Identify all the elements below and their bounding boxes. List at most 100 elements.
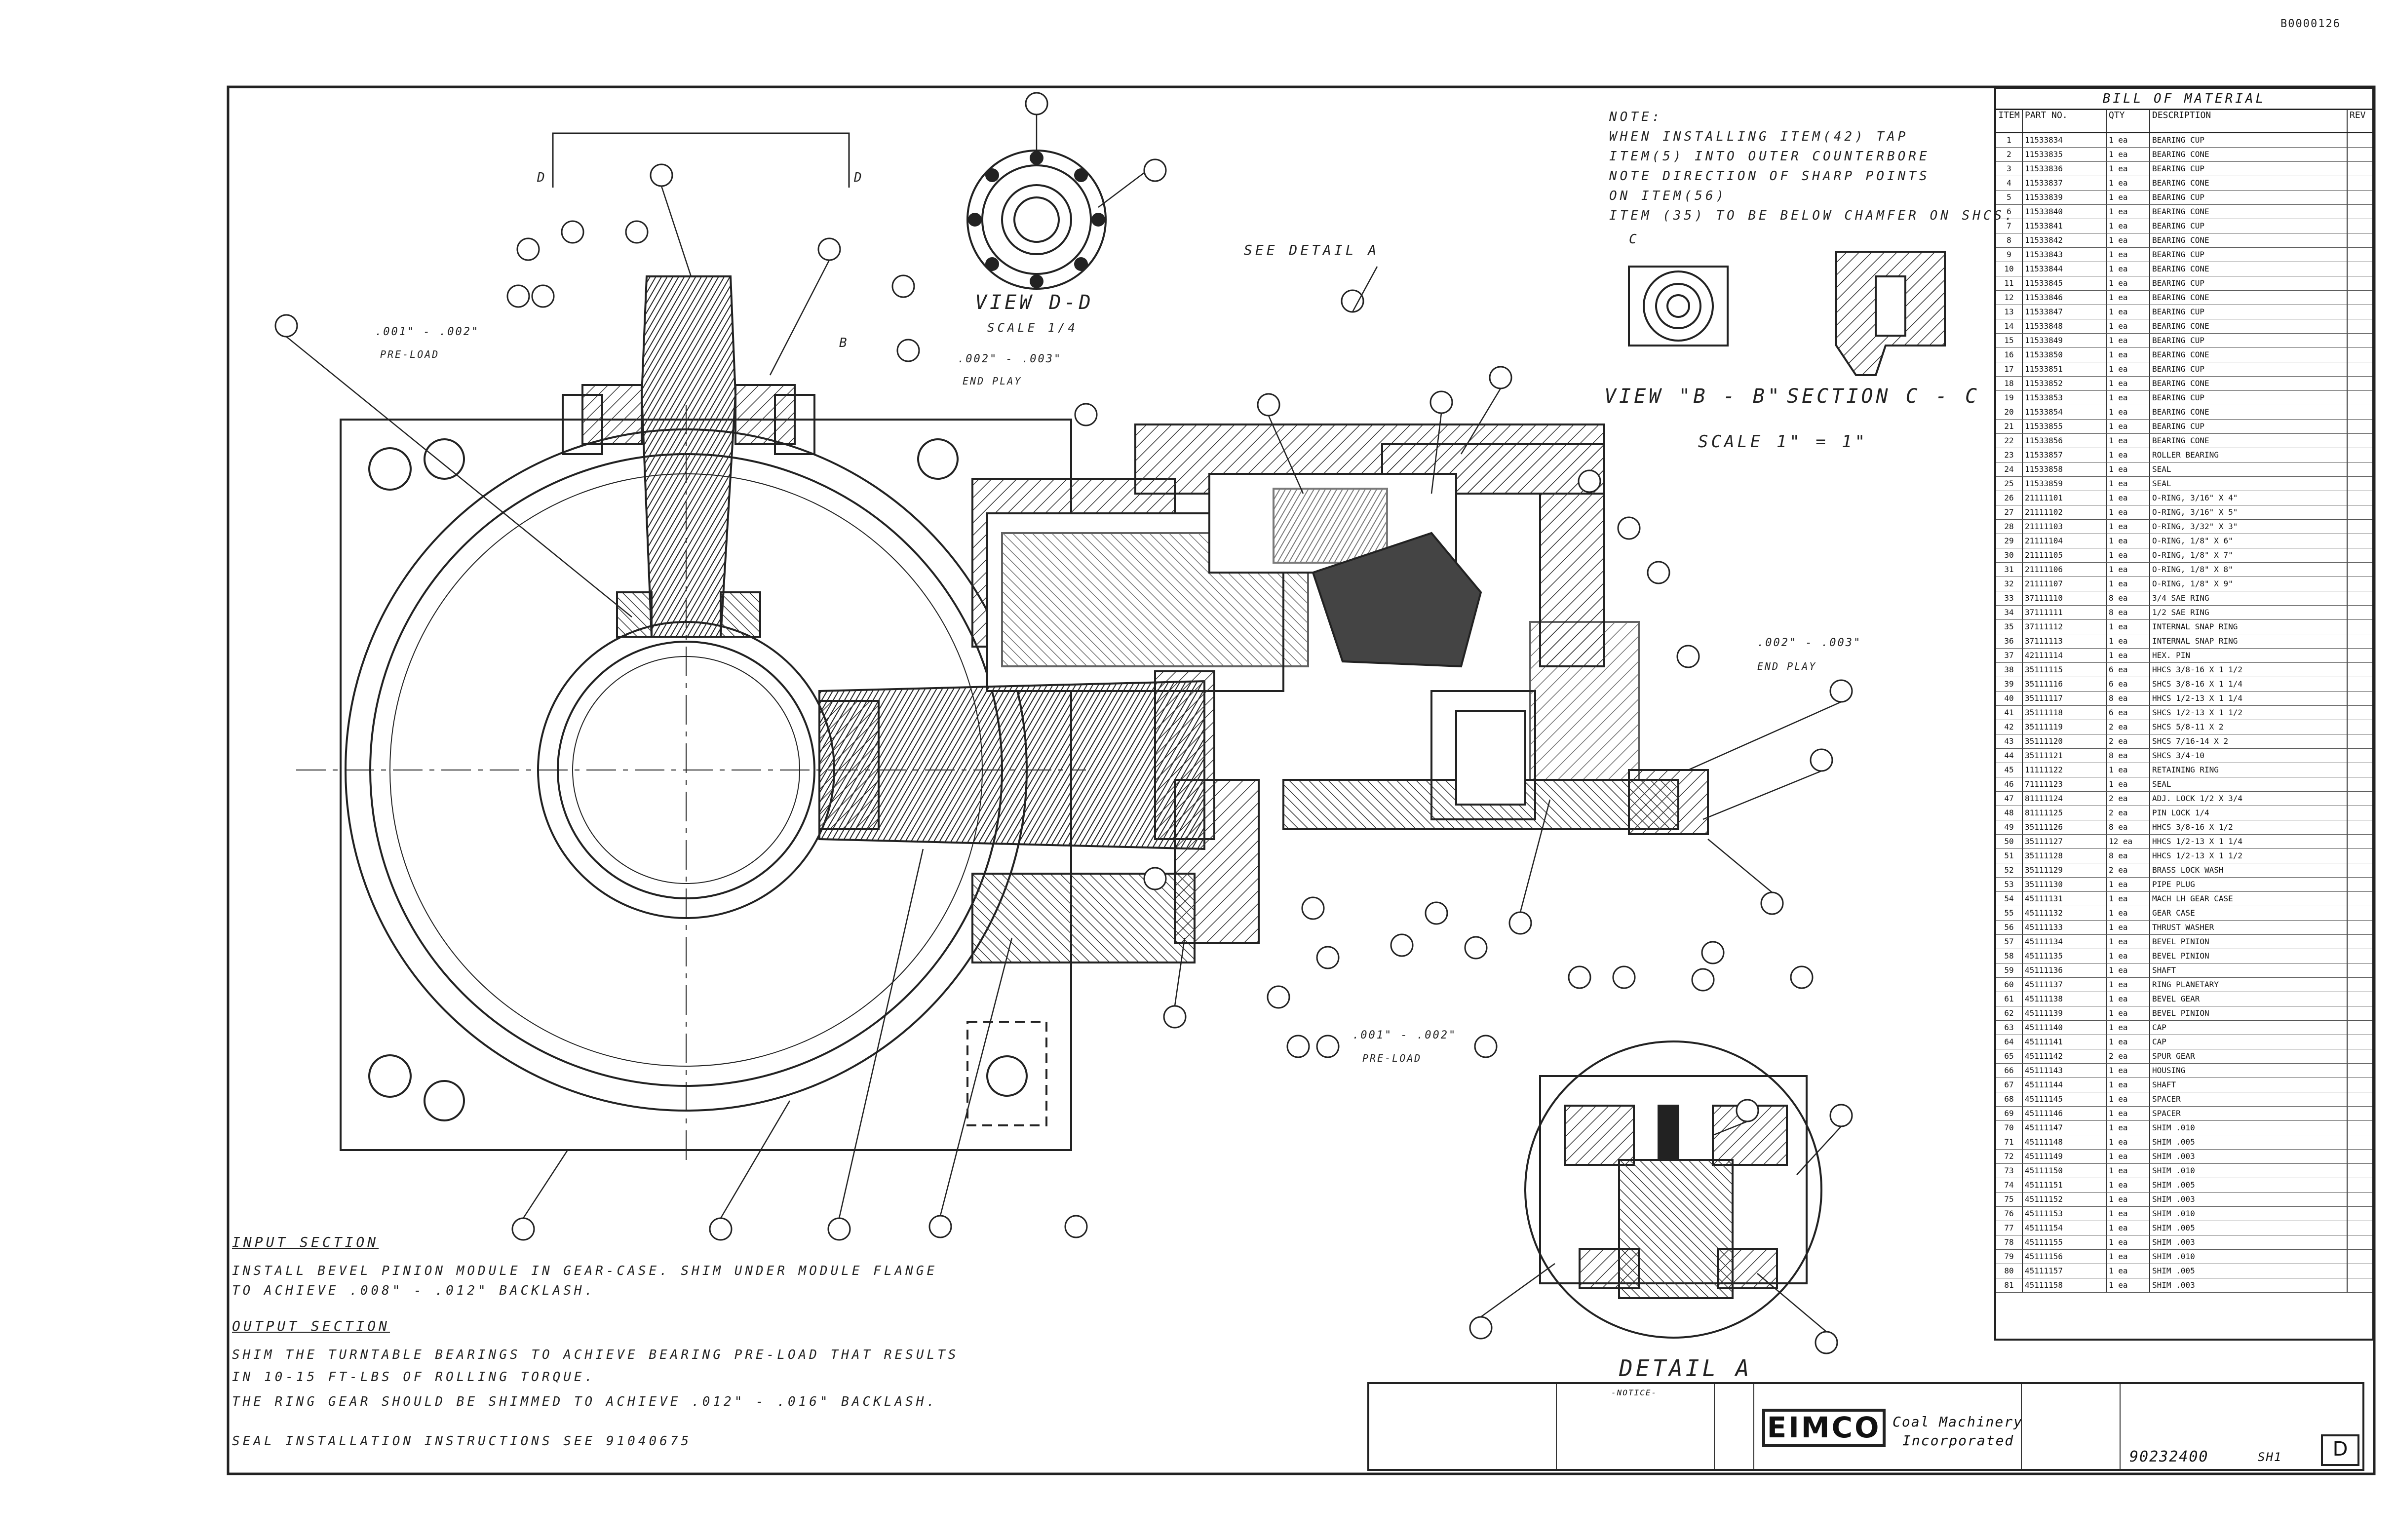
- bom-description: SEAL: [2150, 462, 2348, 476]
- bom-description: SPUR GEAR: [2150, 1049, 2348, 1063]
- bom-item: 7: [1996, 219, 2023, 233]
- bom-item: 59: [1996, 963, 2023, 977]
- bom-rev: [2348, 820, 2372, 834]
- sheet-label: SH1: [2258, 1450, 2282, 1464]
- bom-item: 72: [1996, 1150, 2023, 1163]
- bom-description: INTERNAL SNAP RING: [2150, 620, 2348, 634]
- bom-part-number: 45111146: [2023, 1107, 2107, 1120]
- bom-description: 3/4 SAE RING: [2150, 591, 2348, 605]
- bom-rev: [2348, 1135, 2372, 1149]
- bom-qty: 1 ea: [2107, 305, 2150, 319]
- bom-item: 29: [1996, 534, 2023, 548]
- bom-part-number: 81111125: [2023, 806, 2107, 820]
- bom-description: INTERNAL SNAP RING: [2150, 634, 2348, 648]
- bom-qty: 1 ea: [2107, 1221, 2150, 1235]
- bom-qty: 2 ea: [2107, 1049, 2150, 1063]
- bom-item: 19: [1996, 391, 2023, 405]
- bom-item: 54: [1996, 892, 2023, 906]
- bom-description: SPACER: [2150, 1107, 2348, 1120]
- bom-qty: 1 ea: [2107, 233, 2150, 247]
- bom-qty: 1 ea: [2107, 634, 2150, 648]
- bom-rev: [2348, 233, 2372, 247]
- bom-description: SHCS 3/4-10: [2150, 749, 2348, 763]
- view-b-b: [1628, 266, 1729, 346]
- bom-rev: [2348, 1049, 2372, 1063]
- bom-rev: [2348, 448, 2372, 462]
- bom-rev: [2348, 806, 2372, 820]
- bom-item: 23: [1996, 448, 2023, 462]
- bom-description: SHIM .003: [2150, 1235, 2348, 1249]
- bom-item: 63: [1996, 1021, 2023, 1035]
- bom-description: SPACER: [2150, 1092, 2348, 1106]
- bom-rev: [2348, 921, 2372, 934]
- bom-description: SHIM .005: [2150, 1264, 2348, 1278]
- bom-part-number: 45111155: [2023, 1235, 2107, 1249]
- bom-part-number: 35111115: [2023, 663, 2107, 677]
- bom-rev: [2348, 334, 2372, 347]
- bom-part-number: 11533841: [2023, 219, 2107, 233]
- bom-part-number: 35111129: [2023, 863, 2107, 877]
- bom-qty: 2 ea: [2107, 792, 2150, 806]
- bom-rev: [2348, 1064, 2372, 1078]
- bom-qty: 2 ea: [2107, 863, 2150, 877]
- bom-part-number: 11533850: [2023, 348, 2107, 362]
- bom-description: MACH LH GEAR CASE: [2150, 892, 2348, 906]
- bom-part-number: 45111157: [2023, 1264, 2107, 1278]
- bom-part-number: 11533840: [2023, 205, 2107, 219]
- bom-qty: 1 ea: [2107, 1121, 2150, 1135]
- bom-part-number: 11111122: [2023, 763, 2107, 777]
- bom-part-number: 35111120: [2023, 734, 2107, 748]
- output-note-line: SHIM THE TURNTABLE BEARINGS TO ACHIEVE B…: [232, 1348, 959, 1362]
- bom-part-number: 71111123: [2023, 777, 2107, 791]
- bom-qty: 1 ea: [2107, 1164, 2150, 1178]
- bom-qty: 1 ea: [2107, 405, 2150, 419]
- bom-description: SHIM .003: [2150, 1278, 2348, 1292]
- bom-qty: 1 ea: [2107, 563, 2150, 577]
- bom-description: HHCS 1/2-13 X 1 1/4: [2150, 692, 2348, 705]
- bom-qty: 1 ea: [2107, 248, 2150, 262]
- bom-rev: [2348, 205, 2372, 219]
- bom-rev: [2348, 563, 2372, 577]
- bom-item: 45: [1996, 763, 2023, 777]
- bom-rev: [2348, 534, 2372, 548]
- bom-description: SEAL: [2150, 477, 2348, 491]
- scale-label: SCALE 1" = 1": [1698, 432, 1868, 452]
- bom-qty: 1 ea: [2107, 1021, 2150, 1035]
- note-line: ITEM (35) TO BE BELOW CHAMFER ON SHCS.: [1609, 208, 2015, 223]
- bom-description: BRASS LOCK WASH: [2150, 863, 2348, 877]
- bom-description: PIPE PLUG: [2150, 878, 2348, 891]
- bom-part-number: 35111130: [2023, 878, 2107, 891]
- bom-item: 62: [1996, 1006, 2023, 1020]
- bom-item: 68: [1996, 1092, 2023, 1106]
- bom-item: 42: [1996, 720, 2023, 734]
- bom-rev: [2348, 935, 2372, 949]
- corner-id: B0000126: [2280, 18, 2341, 30]
- bom-rev: [2348, 906, 2372, 920]
- bom-rev: [2348, 262, 2372, 276]
- bom-rev: [2348, 176, 2372, 190]
- bom-item: 49: [1996, 820, 2023, 834]
- bom-part-number: 45111154: [2023, 1221, 2107, 1235]
- note-line: ON ITEM(56): [1609, 189, 1727, 203]
- bom-part-number: 11533845: [2023, 276, 2107, 290]
- bom-qty: 1 ea: [2107, 162, 2150, 176]
- bom-description: HEX. PIN: [2150, 649, 2348, 662]
- bom-part-number: 11533859: [2023, 477, 2107, 491]
- bom-part-number: 45111153: [2023, 1207, 2107, 1221]
- bom-part-number: 37111112: [2023, 620, 2107, 634]
- bom-rev: [2348, 634, 2372, 648]
- detail-a: [1524, 1040, 1822, 1339]
- bom-part-number: 45111144: [2023, 1078, 2107, 1092]
